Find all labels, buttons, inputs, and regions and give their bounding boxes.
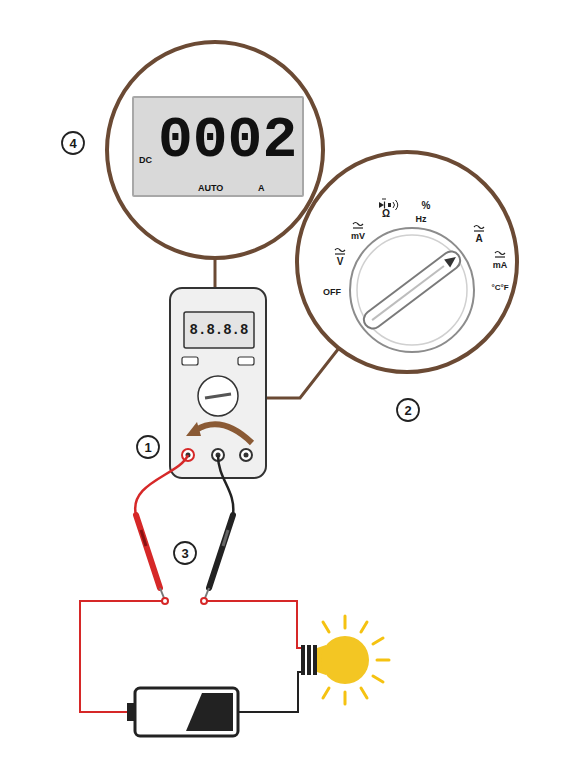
light-rays bbox=[323, 616, 389, 704]
acdc-symbol bbox=[335, 223, 505, 258]
meter-button bbox=[238, 357, 254, 365]
wire bbox=[238, 672, 302, 712]
red-lead bbox=[135, 455, 188, 515]
current-reading: 0002 bbox=[158, 112, 297, 170]
red-probe bbox=[141, 530, 146, 546]
callout-number: 3 bbox=[181, 547, 188, 560]
bulb bbox=[301, 636, 369, 684]
meter-dial bbox=[205, 394, 231, 398]
dial-knob bbox=[357, 235, 467, 345]
dial-label: OFF bbox=[323, 288, 341, 297]
dial-label: mV bbox=[351, 232, 365, 241]
test-point bbox=[162, 598, 168, 604]
meter-readout: 8.8.8.8 bbox=[190, 323, 249, 337]
dial-label: mA bbox=[493, 261, 508, 270]
callout-ring bbox=[137, 436, 159, 458]
dial-label: Ω bbox=[382, 209, 390, 219]
dial-label: °C°F bbox=[491, 284, 508, 292]
dial-label: Hz bbox=[416, 215, 427, 224]
dial-label: V bbox=[337, 257, 344, 267]
test-point bbox=[201, 598, 207, 604]
rotate-arrow bbox=[196, 424, 252, 443]
unit-indicator: A bbox=[258, 184, 265, 193]
black-probe bbox=[223, 530, 228, 546]
input-jack bbox=[244, 453, 249, 458]
black-probe bbox=[209, 515, 233, 588]
callout-number: 2 bbox=[404, 404, 411, 417]
meter-body bbox=[170, 288, 266, 478]
callout-number: 1 bbox=[144, 441, 151, 454]
callout-ring bbox=[62, 132, 84, 154]
red-probe bbox=[136, 515, 160, 588]
dial-label: % bbox=[422, 201, 431, 211]
probe-tip bbox=[205, 588, 209, 598]
range-indicator: AUTO bbox=[198, 184, 223, 193]
battery bbox=[127, 688, 238, 736]
callout-ring bbox=[397, 399, 419, 421]
black-lead bbox=[218, 455, 233, 515]
meter-dial bbox=[198, 376, 238, 416]
meter-display bbox=[184, 312, 254, 348]
dial-pointer bbox=[360, 248, 463, 332]
probe-tip bbox=[160, 588, 164, 598]
zoom-circle bbox=[107, 42, 323, 258]
callout-number: 4 bbox=[69, 137, 76, 150]
dial-label: A bbox=[475, 234, 482, 244]
meter-button bbox=[182, 357, 198, 365]
dial-knob bbox=[350, 228, 474, 352]
input-jack bbox=[240, 449, 252, 461]
mode-indicator: DC bbox=[139, 156, 152, 165]
callout-ring bbox=[174, 542, 196, 564]
zoom-circle bbox=[297, 152, 517, 372]
wire bbox=[204, 601, 302, 648]
rotate-arrow bbox=[186, 422, 201, 436]
lcd-screen: DC 0002AUTO A bbox=[132, 96, 304, 197]
